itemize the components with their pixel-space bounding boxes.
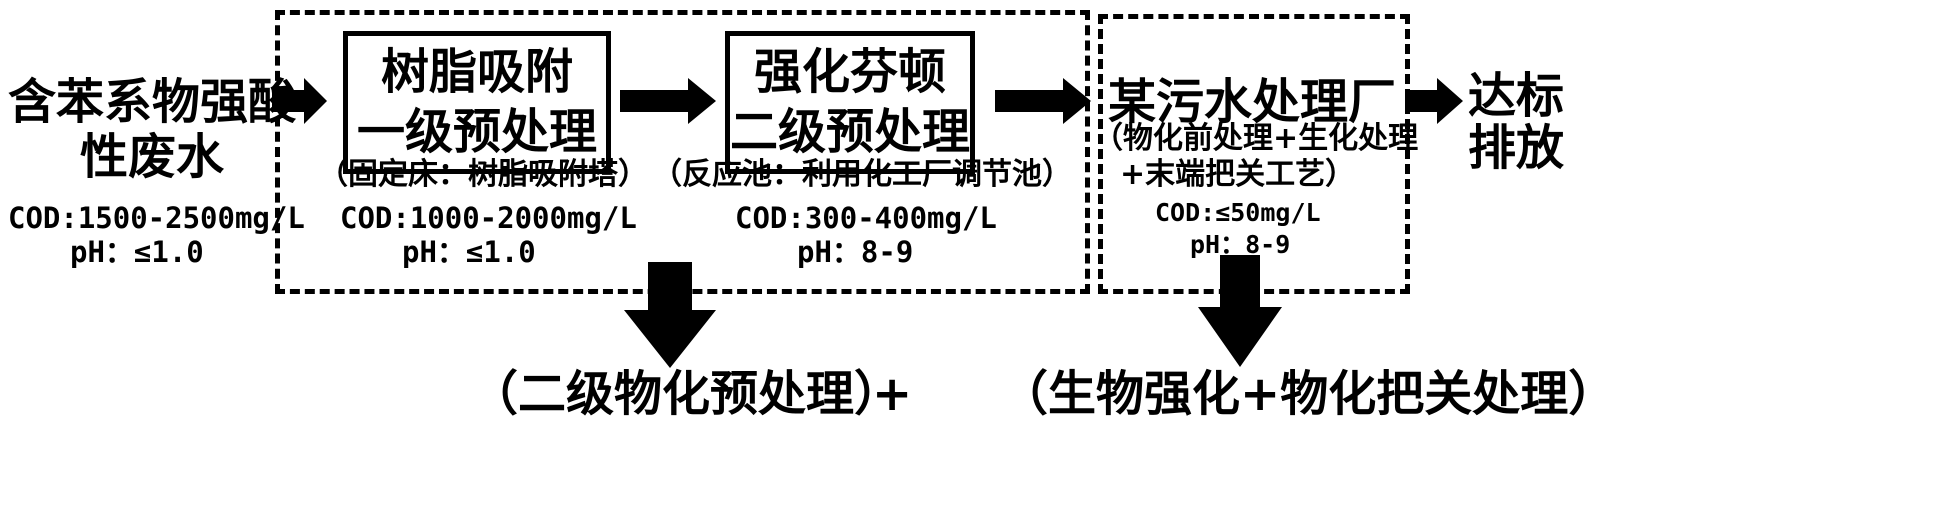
summary-right: （生物强化+物化把关处理） xyxy=(1000,366,1617,422)
stage2-caption: （反应池：利用化工厂调节池） xyxy=(652,157,1072,192)
arrow-down-icon-pretreatment xyxy=(624,262,716,368)
summary-plus: + xyxy=(872,366,913,422)
stage2-ph: pH：8-9 xyxy=(797,235,914,269)
output-line2: 排放 xyxy=(1468,120,1565,176)
plant-subtitle-line1: （物化前处理+生化处理 xyxy=(1093,121,1419,156)
arrow-right-icon-stage1 xyxy=(620,78,716,124)
arrow-right-icon-plant xyxy=(1405,78,1463,124)
stage2-title-line2: 二级预处理 xyxy=(730,104,971,160)
stage1-ph: pH：≤1.0 xyxy=(402,235,536,269)
stage2-title-line1: 强化芬顿 xyxy=(753,44,946,100)
summary-left: （二级物化预处理） xyxy=(470,366,903,422)
stage1-box: 树脂吸附 一级预处理 xyxy=(343,31,611,174)
arrow-right-icon-stage2 xyxy=(995,78,1091,124)
input-ph: pH：≤1.0 xyxy=(70,235,204,269)
stage2-box: 强化芬顿 二级预处理 xyxy=(725,31,975,174)
input-title-line1: 含苯系物强酸 xyxy=(8,74,297,130)
plant-subtitle-line2: +末端把关工艺） xyxy=(1120,157,1356,192)
stage1-title-line1: 树脂吸附 xyxy=(380,44,573,100)
input-cod: COD:1500-2500mg/L xyxy=(8,201,305,235)
plant-title: 某污水处理厂 xyxy=(1108,74,1397,130)
stage1-title-line2: 一级预处理 xyxy=(356,104,597,160)
stage1-caption: （固定床：树脂吸附塔） xyxy=(318,157,648,192)
stage1-cod: COD:1000-2000mg/L xyxy=(340,201,637,235)
output-line1: 达标 xyxy=(1468,68,1565,124)
plant-cod: COD:≤50mg/L xyxy=(1155,198,1321,227)
stage2-cod: COD:300-400mg/L xyxy=(735,201,997,235)
arrow-down-icon-plant xyxy=(1198,255,1282,367)
plant-ph: pH：8-9 xyxy=(1190,230,1291,259)
input-title-line2: 性废水 xyxy=(80,129,225,185)
arrow-right-icon-input xyxy=(272,78,327,124)
